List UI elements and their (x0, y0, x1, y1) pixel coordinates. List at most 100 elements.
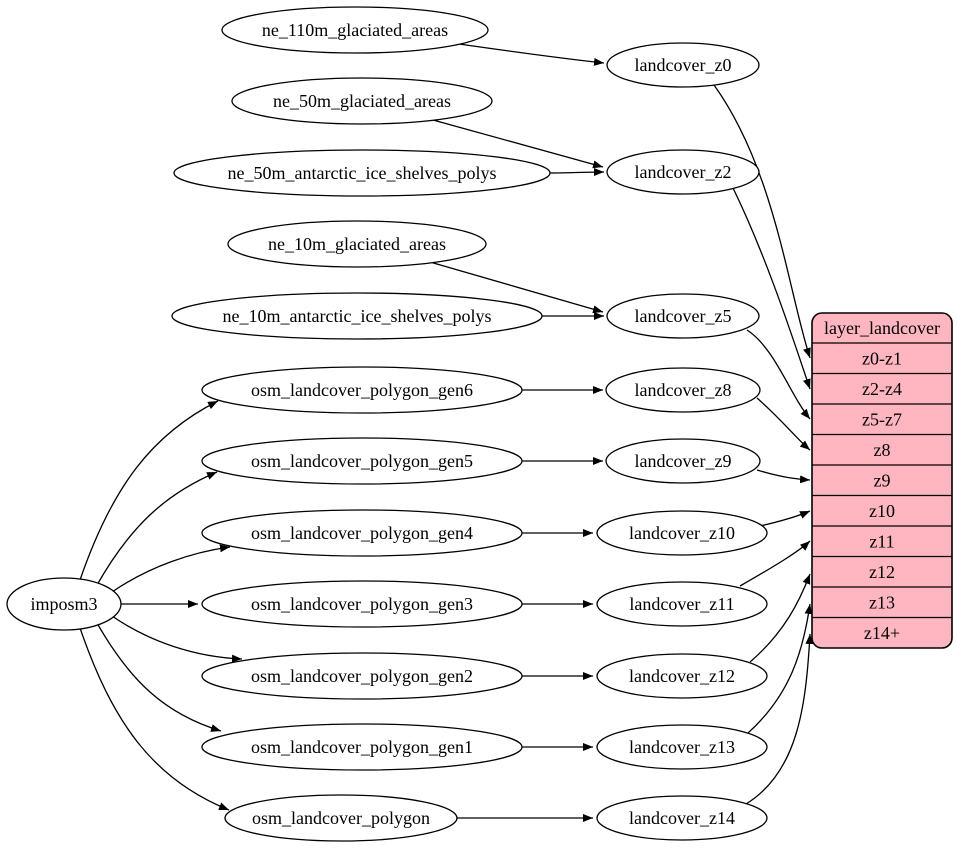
node-osm_landcover_polygon: osm_landcover_polygon (224, 794, 458, 842)
node-landcover_z9: landcover_z9 (605, 438, 761, 484)
edge-landcover_z12-to-layer_landcover.z12 (749, 573, 811, 663)
node-shape-ne_110m_glaciated_areas (221, 6, 489, 54)
node-ne_110m_glaciated_areas: ne_110m_glaciated_areas (221, 6, 489, 54)
node-label-landcover_z14: landcover_z14 (629, 808, 735, 828)
edge-ne_10m_glaciated_areas-to-landcover_z5 (429, 261, 604, 314)
node-label-osm_landcover_polygon_gen3: osm_landcover_polygon_gen3 (251, 594, 473, 614)
node-shape-landcover_z2 (606, 149, 760, 195)
node-label-osm_landcover_polygon_gen5: osm_landcover_polygon_gen5 (251, 451, 473, 471)
edge-landcover_z13-to-layer_landcover.z13 (747, 603, 813, 734)
node-ne_10m_glaciated_areas: ne_10m_glaciated_areas (227, 220, 487, 268)
node-osm_landcover_polygon_gen2: osm_landcover_polygon_gen2 (201, 652, 523, 700)
node-shape-landcover_z13 (596, 724, 768, 770)
edge-landcover_z10-to-layer_landcover.z10 (759, 510, 811, 527)
node-landcover_z14: landcover_z14 (596, 795, 768, 841)
node-label-landcover_z0: landcover_z0 (635, 55, 732, 75)
node-landcover_z2: landcover_z2 (606, 149, 760, 195)
node-osm_landcover_polygon_gen6: osm_landcover_polygon_gen6 (201, 366, 523, 414)
table-layer_landcover: layer_landcover z0-z1 z2-z4 z5-z7 z8 z9 z10 z11… (811, 312, 953, 649)
node-shape-landcover_z0 (606, 42, 760, 88)
node-shape-landcover_z9 (605, 438, 761, 484)
table-row-label-z14+: z14+ (864, 623, 900, 643)
node-label-landcover_z10: landcover_z10 (629, 523, 735, 543)
edge-ne_110m_glaciated_areas-to-landcover_z0 (458, 43, 605, 66)
node-shape-osm_landcover_polygon_gen4 (201, 509, 523, 557)
edge-imposm3-to-osm_landcover_polygon_gen6 (79, 400, 219, 581)
edge-landcover_z5-to-layer_landcover.z5-z7 (746, 329, 811, 420)
edge-landcover_z2-to-layer_landcover.z2-z4 (732, 187, 811, 390)
node-label-osm_landcover_polygon: osm_landcover_polygon (252, 808, 430, 828)
node-label-osm_landcover_polygon_gen6: osm_landcover_polygon_gen6 (251, 380, 473, 400)
node-imposm3: imposm3 (6, 577, 122, 631)
node-label-osm_landcover_polygon_gen1: osm_landcover_polygon_gen1 (251, 737, 473, 757)
node-landcover_z8: landcover_z8 (605, 367, 761, 413)
node-label-landcover_z13: landcover_z13 (629, 737, 735, 757)
edge-ne_50m_antarctic_ice_shelves_polys-to-landcover_z2 (549, 168, 605, 177)
node-label-landcover_z5: landcover_z5 (635, 306, 732, 326)
node-label-ne_50m_glaciated_areas: ne_50m_glaciated_areas (273, 91, 451, 111)
node-shape-imposm3 (6, 577, 122, 631)
node-shape-landcover_z5 (606, 293, 760, 339)
node-label-landcover_z8: landcover_z8 (635, 380, 732, 400)
node-shape-ne_10m_glaciated_areas (227, 220, 487, 268)
node-label-ne_50m_antarctic_ice_shelves_polys: ne_50m_antarctic_ice_shelves_polys (228, 163, 497, 183)
edge-landcover_z8-to-layer_landcover.z8 (756, 397, 811, 451)
edge-landcover_z11-to-layer_landcover.z11 (739, 540, 811, 587)
node-label-ne_10m_antarctic_ice_shelves_polys: ne_10m_antarctic_ice_shelves_polys (223, 306, 492, 326)
node-label-osm_landcover_polygon_gen4: osm_landcover_polygon_gen4 (251, 523, 473, 543)
table-row-label-z12: z12 (869, 562, 895, 582)
node-shape-osm_landcover_polygon_gen1 (201, 723, 523, 771)
edge-landcover_z9-to-layer_landcover.z9 (756, 469, 811, 484)
node-shape-osm_landcover_polygon_gen5 (201, 437, 523, 485)
node-shape-osm_landcover_polygon (224, 794, 458, 842)
table-background (811, 312, 953, 649)
node-label-landcover_z9: landcover_z9 (635, 451, 732, 471)
node-shape-osm_landcover_polygon_gen3 (201, 580, 523, 628)
node-landcover_z13: landcover_z13 (596, 724, 768, 770)
table-row-label-z11: z11 (869, 531, 894, 551)
node-osm_landcover_polygon_gen3: osm_landcover_polygon_gen3 (201, 580, 523, 628)
edge-imposm3-to-osm_landcover_polygon_gen5 (96, 471, 218, 586)
table-title: layer_landcover (824, 318, 940, 338)
node-shape-landcover_z12 (596, 653, 768, 699)
edge-landcover_z14-to-layer_landcover.z14+ (745, 633, 814, 805)
table-row-label-z13: z13 (869, 592, 895, 612)
node-shape-ne_50m_antarctic_ice_shelves_polys (173, 149, 551, 197)
node-shape-ne_10m_antarctic_ice_shelves_polys (171, 292, 543, 340)
node-label-ne_10m_glaciated_areas: ne_10m_glaciated_areas (268, 234, 446, 254)
node-shape-osm_landcover_polygon_gen6 (201, 366, 523, 414)
edge-imposm3-to-osm_landcover_polygon_gen4 (111, 544, 231, 593)
table-row-label-z2-z4: z2-z4 (862, 379, 902, 399)
node-shape-landcover_z10 (596, 510, 768, 556)
node-label-landcover_z12: landcover_z12 (629, 666, 735, 686)
node-label-osm_landcover_polygon_gen2: osm_landcover_polygon_gen2 (251, 666, 473, 686)
node-label-landcover_z2: landcover_z2 (635, 162, 732, 182)
table-row-label-z9: z9 (874, 470, 891, 490)
node-shape-landcover_z14 (596, 795, 768, 841)
node-label-imposm3: imposm3 (30, 594, 97, 614)
node-label-landcover_z11: landcover_z11 (629, 594, 734, 614)
table-row-label-z8: z8 (874, 440, 891, 460)
node-label-ne_110m_glaciated_areas: ne_110m_glaciated_areas (262, 20, 448, 40)
node-shape-osm_landcover_polygon_gen2 (201, 652, 523, 700)
node-landcover_z5: landcover_z5 (606, 293, 760, 339)
table-row-label-z10: z10 (869, 501, 895, 521)
edge-imposm3-to-osm_landcover_polygon (79, 627, 230, 811)
node-shape-ne_50m_glaciated_areas (231, 77, 493, 125)
node-landcover_z0: landcover_z0 (606, 42, 760, 88)
node-landcover_z12: landcover_z12 (596, 653, 768, 699)
node-landcover_z10: landcover_z10 (596, 510, 768, 556)
node-shape-landcover_z8 (605, 367, 761, 413)
edge-imposm3-to-osm_landcover_polygon_gen1 (96, 622, 222, 732)
node-osm_landcover_polygon_gen5: osm_landcover_polygon_gen5 (201, 437, 523, 485)
node-ne_10m_antarctic_ice_shelves_polys: ne_10m_antarctic_ice_shelves_polys (171, 292, 543, 340)
edge-imposm3-to-osm_landcover_polygon_gen2 (111, 615, 243, 663)
node-osm_landcover_polygon_gen4: osm_landcover_polygon_gen4 (201, 509, 523, 557)
edge-ne_50m_glaciated_areas-to-landcover_z2 (432, 119, 604, 169)
table-row-label-z5-z7: z5-z7 (862, 409, 902, 429)
table-row-label-z0-z1: z0-z1 (862, 348, 902, 368)
node-osm_landcover_polygon_gen1: osm_landcover_polygon_gen1 (201, 723, 523, 771)
node-shape-landcover_z11 (596, 581, 768, 627)
